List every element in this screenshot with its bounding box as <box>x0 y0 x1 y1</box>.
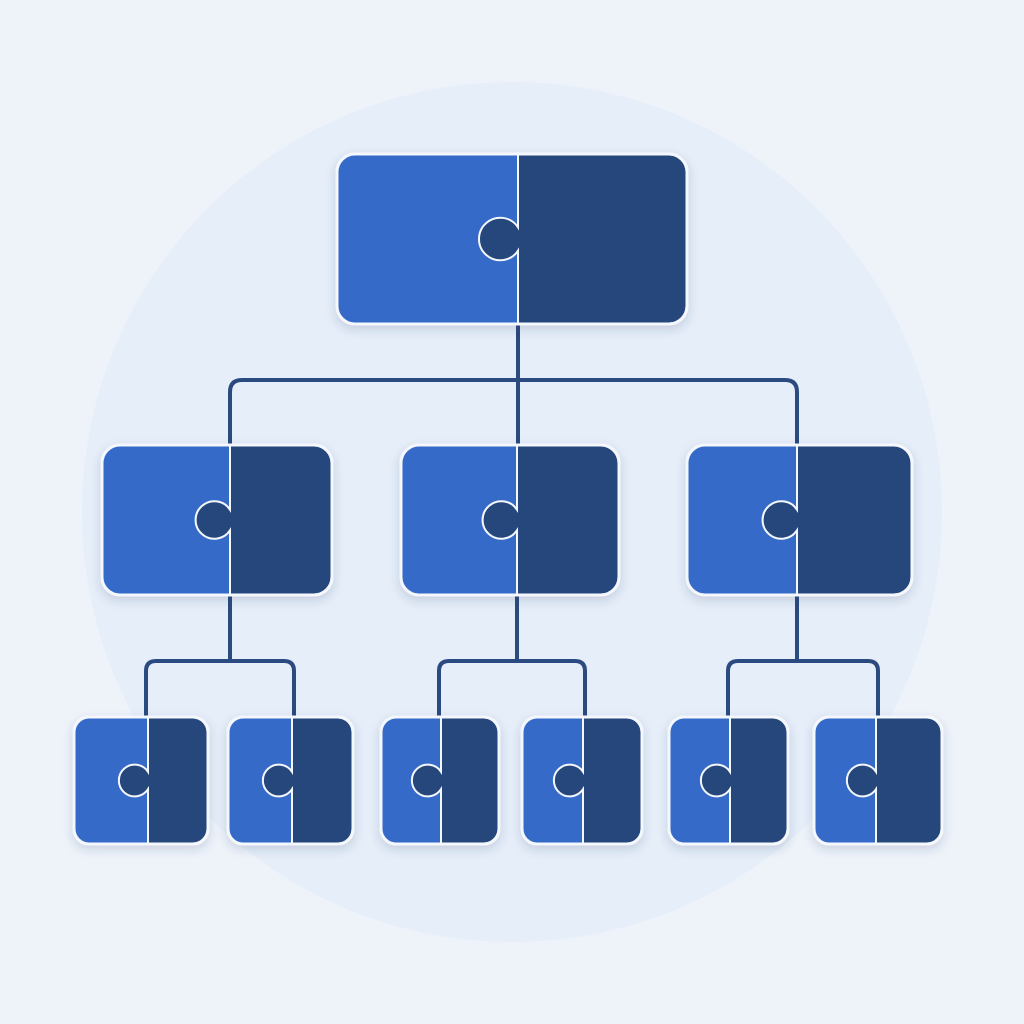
piece-seam <box>845 718 877 843</box>
piece-seam <box>552 718 584 843</box>
leaf-node-6 <box>812 715 944 846</box>
piece-seam <box>478 155 519 323</box>
piece-seam <box>410 718 442 843</box>
piece-seam <box>117 718 149 843</box>
piece-left-half <box>102 445 230 595</box>
piece-seam <box>761 446 798 594</box>
piece-outline <box>335 152 689 326</box>
piece-left-half <box>337 154 518 324</box>
piece-left-half <box>401 445 517 595</box>
piece-seam <box>194 446 231 594</box>
connector-mid-branch-2 <box>437 659 587 719</box>
puzzle-nodes <box>72 152 944 846</box>
piece-left-half <box>522 717 583 844</box>
piece-seam <box>699 718 731 843</box>
piece-outline <box>667 715 790 846</box>
piece-outline <box>100 443 334 597</box>
piece-left-half <box>669 717 730 844</box>
mid-node-1 <box>100 443 334 597</box>
connector-root-branch <box>228 378 799 447</box>
piece-outline <box>72 715 210 846</box>
piece-outline <box>520 715 644 846</box>
piece-outline <box>226 715 355 846</box>
piece-left-half <box>687 445 797 595</box>
leaf-node-1 <box>72 715 210 846</box>
root-node <box>335 152 689 326</box>
leaf-node-4 <box>520 715 644 846</box>
piece-seam <box>481 446 518 594</box>
leaf-node-5 <box>667 715 790 846</box>
piece-outline <box>399 443 621 597</box>
piece-left-half <box>74 717 148 844</box>
piece-seam <box>261 718 293 843</box>
piece-outline <box>379 715 501 846</box>
mid-node-2 <box>399 443 621 597</box>
piece-left-half <box>228 717 292 844</box>
connector-lines <box>144 322 880 719</box>
leaf-node-3 <box>379 715 501 846</box>
piece-left-half <box>814 717 876 844</box>
piece-outline <box>812 715 944 846</box>
mid-node-3 <box>685 443 914 597</box>
connector-mid-branch-3 <box>726 659 880 719</box>
connector-mid-branch-1 <box>144 659 296 719</box>
leaf-node-2 <box>226 715 355 846</box>
piece-outline <box>685 443 914 597</box>
